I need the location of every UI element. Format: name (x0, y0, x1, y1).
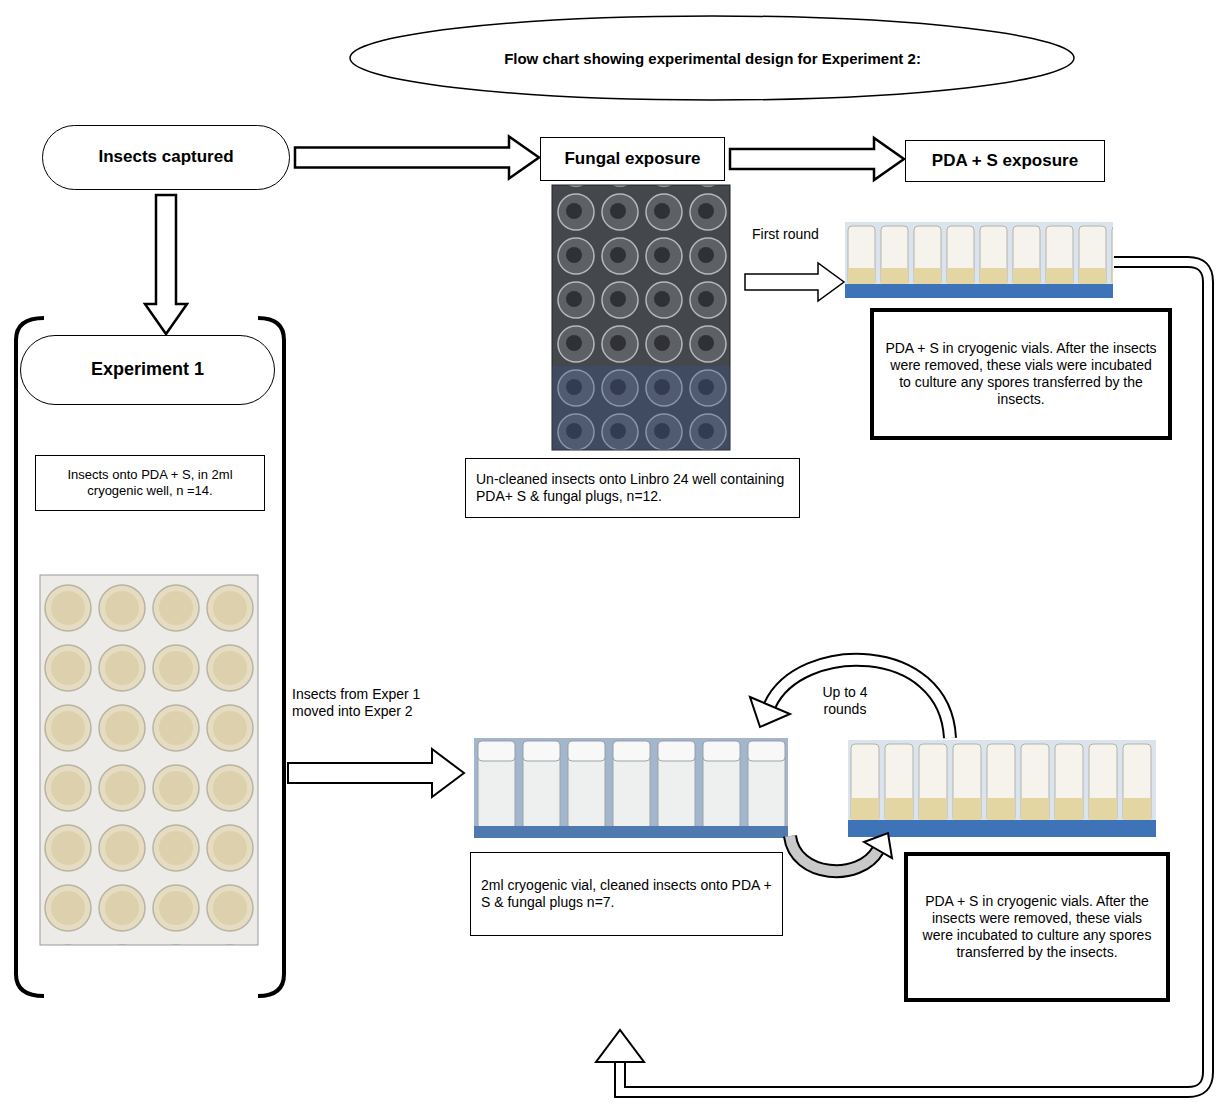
heading-pill: Experiment 1 (20, 335, 275, 405)
vial-photo (848, 740, 1156, 837)
fungal-plate-photo (552, 185, 730, 450)
flow-note: Insects from Exper 1 moved into Exper 2 (292, 686, 464, 720)
process-box: Fungal exposure (540, 137, 725, 181)
flow-note: Up to 4 rounds (806, 684, 884, 718)
title-ellipse (350, 16, 1074, 100)
terminal-pill: Insects captured (42, 125, 290, 190)
flow-arrow (295, 137, 539, 179)
node-text: PDA + S exposure (914, 151, 1096, 172)
process-box: PDA + S exposure (905, 140, 1105, 182)
note-box: PDA + S in cryogenic vials. After the in… (870, 308, 1172, 440)
vial-photo (474, 738, 788, 838)
diagram-title: Flow chart showing experimental design f… (360, 20, 1065, 96)
return-arrow-head (864, 833, 892, 858)
node-text: PDA + S in cryogenic vials. After the in… (918, 893, 1156, 961)
round-arrow (745, 263, 844, 301)
cycle-arrow-head (596, 1030, 644, 1062)
node-text: 2ml cryogenic vial, cleaned insects onto… (481, 877, 772, 911)
transfer-arrow (288, 749, 464, 797)
caption-box: 2ml cryogenic vial, cleaned insects onto… (470, 852, 783, 936)
node-text: Un-cleaned insects onto Linbro 24 well c… (476, 471, 789, 505)
node-text: Insects onto PDA + S, in 2ml cryogenic w… (44, 467, 256, 499)
vial-photo (845, 222, 1113, 298)
loop-arrow-outline (770, 660, 950, 738)
caption-box: Un-cleaned insects onto Linbro 24 well c… (465, 458, 800, 518)
cycle-arrow-fill (620, 262, 1208, 1092)
loop-arrow-head (750, 697, 790, 727)
loop-arrow-fill (770, 660, 950, 738)
flow-arrow (145, 195, 187, 334)
caption-box: Insects onto PDA + S, in 2ml cryogenic w… (35, 455, 265, 511)
node-text: Experiment 1 (35, 359, 260, 381)
node-text: Fungal exposure (549, 149, 716, 170)
well-plate-photo (40, 575, 258, 945)
node-text: PDA + S in cryogenic vials. After the in… (884, 340, 1158, 408)
cycle-arrow-outline (620, 262, 1208, 1092)
flow-note: First round (752, 226, 842, 243)
right-bracket (258, 318, 284, 996)
note-box: PDA + S in cryogenic vials. After the in… (904, 852, 1170, 1002)
plate-blue-tint (552, 366, 730, 450)
flow-arrow (730, 138, 904, 180)
node-text: Insects captured (57, 147, 275, 168)
